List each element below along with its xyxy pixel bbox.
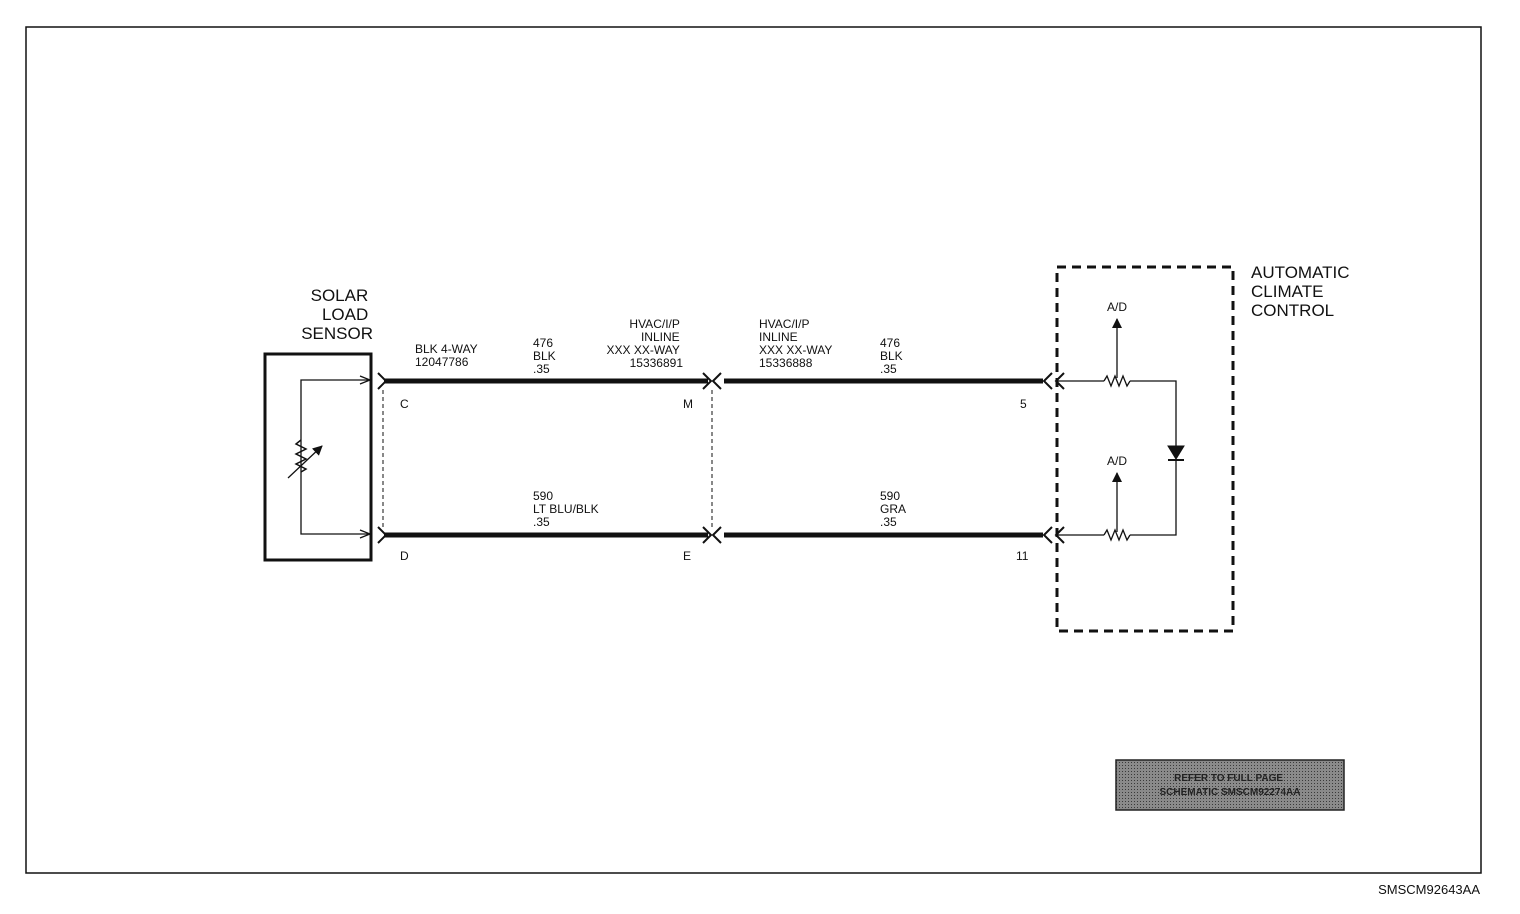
reference-note: REFER TO FULL PAGE SCHEMATIC SMSCM92274A… — [1115, 759, 1345, 811]
wire-label-line: GRA — [880, 502, 906, 516]
connector-label-line: BLK 4-WAY — [415, 342, 478, 356]
reference-note-box — [1115, 759, 1345, 811]
inline-connector-e-icon — [702, 526, 722, 544]
wire-label-bottom-left: 590 LT BLU/BLK .35 — [533, 489, 602, 529]
connector-symbols — [377, 372, 1065, 544]
diode-icon — [1167, 445, 1185, 460]
wire-label-line: .35 — [880, 515, 897, 529]
sensor-connector-d-icon — [377, 526, 388, 544]
acc-title-line: AUTOMATIC — [1251, 263, 1350, 282]
wire-label-line: .35 — [533, 362, 550, 376]
reference-note-line: SCHEMATIC SMSCM92274AA — [1160, 787, 1301, 798]
connector-label-line: HVAC/I/P — [759, 317, 809, 331]
resistor-top-icon — [1103, 374, 1131, 388]
pin-5-label: 5 — [1020, 397, 1027, 411]
acc-internal-line-top-right — [1130, 380, 1177, 446]
automatic-climate-control: AUTOMATIC CLIMATE CONTROL A/D A/D — [1055, 263, 1354, 633]
ad-bottom-label: A/D — [1107, 454, 1127, 468]
solar-sensor-title: SOLAR LOAD SENSOR — [301, 286, 373, 343]
figure-code: SMSCM92643AA — [1378, 882, 1480, 897]
inline-right-connector-label: HVAC/I/P INLINE XXX XX-WAY 15336888 — [759, 317, 835, 370]
solar-load-sensor: SOLAR LOAD SENSOR — [263, 286, 373, 562]
acc-title-line: CLIMATE — [1251, 282, 1323, 301]
connector-label-line: XXX XX-WAY — [759, 343, 832, 357]
pin-d-label: D — [400, 549, 409, 563]
acc-module-outline — [1055, 265, 1235, 633]
wire-label-line: 590 — [533, 489, 553, 503]
acc-title-line: CONTROL — [1251, 301, 1334, 320]
wire-label-line: BLK — [533, 349, 556, 363]
pin-e-label: E — [683, 549, 691, 563]
reference-note-text: REFER TO FULL PAGE SCHEMATIC SMSCM92274A… — [1160, 773, 1301, 798]
inline-left-connector-label: HVAC/I/P INLINE XXX XX-WAY 15336891 — [607, 317, 684, 370]
solar-sensor-title-line: SOLAR — [311, 286, 369, 305]
pin-11-label: 11 — [1016, 549, 1029, 563]
wire-label-line: .35 — [880, 362, 897, 376]
sensor-box — [263, 352, 373, 562]
wire-label-line: .35 — [533, 515, 550, 529]
sensor-pin-d-arrow — [359, 529, 372, 539]
connector-label-line: HVAC/I/P — [629, 317, 679, 331]
pin-c-label: C — [400, 397, 409, 411]
connector-label-line: 15336891 — [630, 356, 684, 370]
wire-label-line: LT BLU/BLK — [533, 502, 599, 516]
connector-label-line: 12047786 — [415, 355, 469, 369]
sensor-connector-label: BLK 4-WAY 12047786 — [415, 342, 481, 369]
wire-label-line: 476 — [880, 336, 900, 350]
wire-label-top-right: 476 BLK .35 — [880, 336, 906, 376]
acc-title: AUTOMATIC CLIMATE CONTROL — [1251, 263, 1354, 320]
inline-connector-m-icon — [702, 372, 722, 390]
acc-internal-line-bottom-right — [1130, 460, 1177, 536]
connector-label-line: XXX XX-WAY — [607, 343, 680, 357]
variable-resistor-icon — [294, 439, 308, 473]
connector-label-line: 15336888 — [759, 356, 813, 370]
sensor-connector-c-icon — [377, 372, 388, 390]
connector-label-line: INLINE — [759, 330, 798, 344]
solar-sensor-title-line: SENSOR — [301, 324, 373, 343]
connector-label-line: INLINE — [641, 330, 680, 344]
solar-sensor-title-line: LOAD — [322, 305, 368, 324]
page-border — [25, 26, 1482, 874]
wire-label-top-left: 476 BLK .35 — [533, 336, 559, 376]
resistor-bottom-icon — [1103, 528, 1131, 542]
reference-note-line: REFER TO FULL PAGE — [1174, 773, 1283, 784]
wire-label-bottom-right: 590 GRA .35 — [880, 489, 909, 529]
ad-top-label: A/D — [1107, 300, 1127, 314]
wire-label-line: 476 — [533, 336, 553, 350]
sensor-pin-c-arrow — [359, 375, 372, 385]
wire-label-line: BLK — [880, 349, 903, 363]
pin-m-label: M — [683, 397, 693, 411]
wire-label-line: 590 — [880, 489, 900, 503]
variable-resistor-arrow-icon — [287, 445, 323, 479]
